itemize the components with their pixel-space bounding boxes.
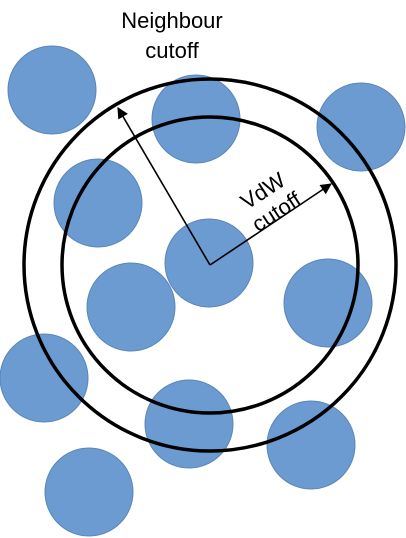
neighbour-radius-arrow — [117, 107, 211, 266]
cutoff-rings — [22, 77, 398, 453]
neighbour-cutoff-label: Neighbour cutoff — [121, 8, 223, 63]
atom-circle — [0, 333, 89, 423]
neighbour-cutoff-label-line1: Neighbour — [121, 8, 223, 33]
atom-circle — [266, 400, 356, 490]
radius-arrows — [117, 107, 332, 266]
atom-circle — [53, 158, 143, 248]
atom-circle — [144, 379, 234, 469]
atom-circle — [316, 82, 406, 172]
atom-circle — [283, 258, 373, 348]
atoms-layer — [0, 45, 406, 537]
vdw-cutoff-ring — [60, 115, 360, 415]
vdw-cutoff-label: VdW cutoff — [236, 167, 306, 237]
vdw-radius-arrow — [209, 183, 332, 266]
atom-circle — [86, 262, 176, 352]
atom-circle — [44, 447, 134, 537]
neighbour-cutoff-label-line2: cutoff — [145, 38, 199, 63]
neighbour-cutoff-ring — [22, 77, 398, 453]
atom-circle — [7, 45, 97, 135]
